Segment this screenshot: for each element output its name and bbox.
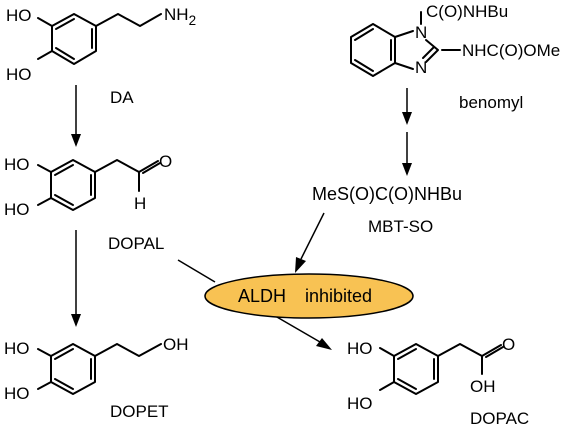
dopet-ho-top: HO	[4, 339, 30, 358]
molecule-dopal: HO HO O H DOPAL	[4, 152, 172, 253]
benomyl-name: benomyl	[459, 93, 523, 112]
molecule-mbtso: MeS(O)C(O)NHBu MBT-SO	[312, 184, 462, 236]
da-amine-nh: NH	[164, 5, 189, 24]
dopac-ho-top: HO	[347, 339, 373, 358]
da-ring-inner-bonds	[55, 18, 93, 60]
arrow-benomyl-to-mbtso-1	[402, 88, 412, 125]
dopal-aldehyde-h: H	[134, 194, 146, 213]
dopal-name: DOPAL	[108, 234, 164, 253]
dopet-ho-bottom: HO	[4, 384, 30, 403]
benomyl-carbamoyl: C(O)NHBu	[426, 2, 508, 21]
benomyl-n-bottom: N	[415, 58, 427, 77]
dopac-ring	[393, 343, 439, 395]
dopal-ho-top: HO	[4, 155, 30, 174]
dopac-ring-inner-bonds	[397, 348, 435, 390]
benomyl-n-top: N	[415, 23, 427, 42]
benomyl-imidazole-bonds	[394, 11, 461, 70]
dopac-carboxyl-oh: OH	[470, 377, 496, 396]
aldh-label: ALDH	[238, 286, 286, 306]
mbtso-name: MBT-SO	[368, 217, 433, 236]
dopet-oh: OH	[163, 335, 189, 354]
arrow-mbtso-to-aldh	[295, 212, 325, 273]
dopac-substituent-bonds	[379, 343, 504, 391]
da-amine: NH2	[164, 5, 196, 28]
molecule-benomyl: N N C(O)NHBu NHC(O)OMe benomyl	[350, 2, 560, 112]
dopac-name: DOPAC	[470, 409, 529, 428]
mbtso-formula: MeS(O)C(O)NHBu	[312, 184, 462, 204]
dopal-ring-inner-bonds	[54, 164, 92, 206]
aldh-ellipse	[204, 273, 414, 319]
da-ho-bottom: HO	[6, 65, 32, 84]
aldh-enzyme: ALDH inhibited	[204, 273, 414, 319]
dopac-carboxyl-o: O	[502, 335, 515, 354]
arrow-dopal-to-dopet	[71, 230, 81, 327]
dopal-ring	[50, 159, 96, 211]
da-substituent-bonds	[37, 13, 162, 60]
benomyl-benzene-ring	[350, 23, 396, 77]
arrow-da-to-dopal	[71, 85, 81, 147]
dopal-substituent-bonds	[37, 159, 161, 206]
da-ho-top: HO	[6, 6, 32, 25]
dopet-ring-inner-bonds	[54, 348, 92, 390]
molecule-da: HO HO NH2 DA	[6, 5, 196, 107]
benomyl-benzene-inner-bonds	[354, 28, 392, 72]
dopet-substituent-bonds	[37, 343, 162, 390]
dopal-aldehyde-o: O	[159, 152, 172, 171]
da-name: DA	[110, 88, 134, 107]
molecule-dopet: HO HO OH DOPET	[4, 335, 189, 421]
dopet-ring	[50, 343, 96, 395]
dopal-ho-bottom: HO	[4, 200, 30, 219]
molecule-dopac: HO HO O OH DOPAC	[347, 335, 529, 428]
aldh-status: inhibited	[305, 286, 372, 306]
da-ring	[51, 13, 97, 65]
dopac-ho-bottom: HO	[347, 394, 373, 413]
da-amine-subscript: 2	[189, 13, 197, 28]
benomyl-carbamate: NHC(O)OMe	[462, 41, 560, 60]
arrow-benomyl-to-mbtso-2	[402, 132, 412, 176]
dopet-name: DOPET	[110, 402, 169, 421]
